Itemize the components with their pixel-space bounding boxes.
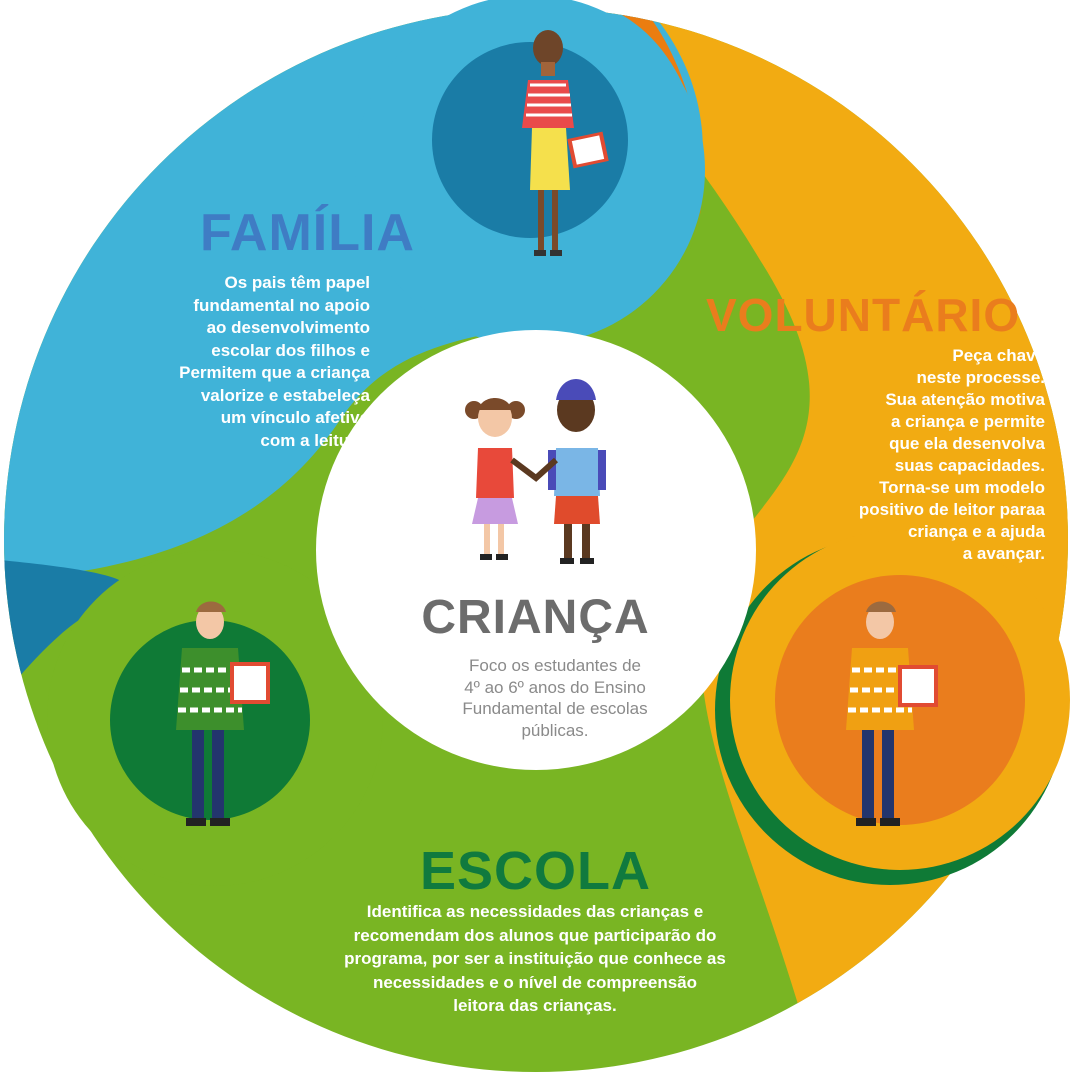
voluntario-accent xyxy=(600,8,703,250)
volunteer-with-book-icon xyxy=(846,601,938,826)
voluntario-description: Peça chave neste processe. Sua atenção m… xyxy=(858,346,1045,563)
crianca-title: CRIANÇA xyxy=(421,591,650,644)
familia-description: Os pais têm papel fundamental no apoio a… xyxy=(179,273,370,450)
familia-portrait-bg xyxy=(432,42,628,238)
children-holding-hands-icon xyxy=(465,379,606,564)
voluntario-title: VOLUNTÁRIO xyxy=(706,289,1021,341)
familia-title: FAMÍLIA xyxy=(200,204,415,262)
escola-title: ESCOLA xyxy=(419,841,652,901)
crianca-description: Foco os estudantes de 4º ao 6º anos do E… xyxy=(462,656,648,740)
familia-accent xyxy=(4,560,129,700)
man-with-book-icon xyxy=(176,601,270,826)
crianca-center xyxy=(316,330,756,770)
woman-with-book-icon xyxy=(522,30,609,256)
escola-description: Identifica as necessidades das crianças … xyxy=(344,902,726,1015)
